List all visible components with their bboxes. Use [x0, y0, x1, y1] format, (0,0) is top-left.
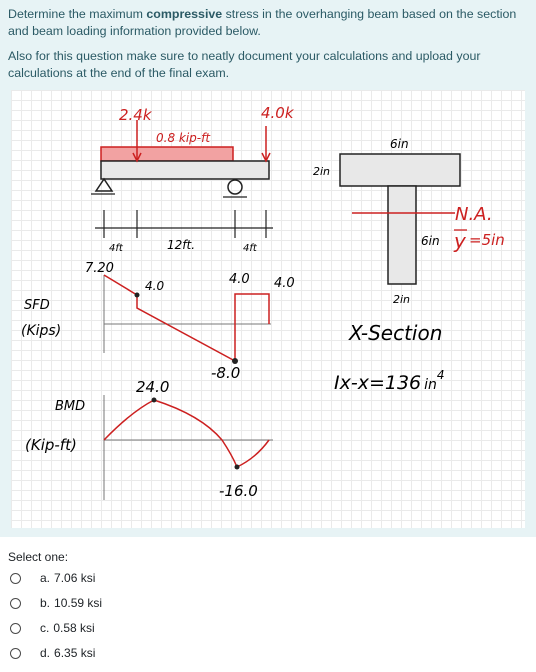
distributed-load-label: 0.8 kip-ft — [156, 131, 211, 145]
beam-body — [100, 160, 270, 180]
question-instructions: Also for this question make sure to neat… — [8, 49, 481, 80]
option-letter-a: a. — [40, 571, 51, 585]
problem-figure: 2.4k 4.0k 0.8 kip-ft 4ft 12ft. 4ft 7.20 — [11, 90, 525, 528]
answer-option-b[interactable]: b. 10.59 ksi — [10, 593, 210, 613]
option-letter-d: d. — [40, 646, 51, 660]
option-text-d: 6.35 ksi — [54, 646, 96, 660]
sfd-value-start: 7.20 — [85, 261, 114, 276]
ybar-symbol: y — [453, 229, 467, 253]
x-section-label: X-Section — [348, 321, 442, 345]
moi-text: Ix-x=136 — [334, 372, 421, 394]
sfd-value-2: 4.0 — [145, 279, 164, 293]
moi-exponent: 4 — [437, 368, 445, 382]
dimension-mid-label: 12ft. — [167, 238, 195, 252]
option-text-b: 10.59 ksi — [54, 596, 103, 610]
sfd-value-min: -8.0 — [211, 364, 240, 382]
point-load-left-arrowhead — [132, 152, 142, 163]
option-letter-c: c. — [40, 621, 50, 635]
sfd-value-4: 4.0 — [274, 276, 295, 291]
question-bold-word: compressive — [146, 7, 223, 21]
dimension-right-label: 4ft — [243, 243, 258, 254]
select-one-label: Select one: — [8, 550, 69, 564]
sfd-point-2 — [232, 358, 238, 364]
dimension-left-label: 4ft — [109, 243, 124, 254]
bmd-label: BMD — [55, 399, 85, 414]
radio-button-c[interactable] — [10, 622, 21, 634]
bmd-curve — [103, 399, 270, 469]
answer-option-d[interactable]: d. 6.35 ksi — [10, 643, 210, 663]
option-letter-b: b. — [40, 596, 51, 610]
sfd-units: (Kips) — [21, 323, 61, 339]
section-top-width: 6in — [390, 137, 409, 151]
sfd-value-3: 4.0 — [229, 272, 250, 287]
point-load-right-arrowhead — [261, 152, 271, 163]
radio-button-a[interactable] — [10, 572, 21, 584]
bmd-point-max — [151, 397, 157, 403]
section-flange — [339, 153, 461, 187]
ybar-value: =5in — [469, 231, 505, 249]
bmd-value-min: -16.0 — [219, 482, 258, 500]
question-text: Determine the maximum compressive stress… — [8, 6, 528, 40]
sfd-curve — [103, 274, 270, 363]
question-box: Determine the maximum compressive stress… — [0, 0, 536, 537]
question-text-start: Determine the maximum — [8, 7, 147, 21]
bmd-value-max: 24.0 — [136, 378, 169, 396]
moi-unit: in — [424, 377, 437, 393]
section-web-width: 2in — [393, 293, 410, 306]
option-text-a: 7.06 ksi — [54, 571, 96, 585]
beam-diagram: 2.4k 4.0k 0.8 kip-ft 4ft 12ft. 4ft 7.20 — [21, 104, 505, 500]
sfd-point-1 — [134, 292, 140, 298]
radio-button-d[interactable] — [10, 647, 21, 659]
sfd-label: SFD — [24, 298, 50, 313]
radio-button-b[interactable] — [10, 597, 21, 609]
section-web — [387, 185, 417, 285]
distributed-load-block — [100, 146, 234, 162]
section-flange-thickness: 2in — [313, 165, 330, 178]
bmd-units: (Kip-ft) — [25, 436, 77, 454]
pin-support-icon — [94, 177, 114, 192]
bmd-point-min — [234, 464, 240, 470]
option-text-c: 0.58 ksi — [53, 621, 95, 635]
neutral-axis-label: N.A. — [455, 204, 493, 225]
answer-option-a[interactable]: a. 7.06 ksi — [10, 568, 210, 588]
load-left-label: 2.4k — [119, 106, 153, 124]
section-web-height: 6in — [421, 234, 440, 248]
load-right-label: 4.0k — [261, 104, 295, 122]
answer-option-c[interactable]: c. 0.58 ksi — [10, 618, 210, 638]
question-text-end: stress in the overhanging beam based on … — [8, 7, 517, 38]
roller-support-icon — [227, 179, 243, 195]
